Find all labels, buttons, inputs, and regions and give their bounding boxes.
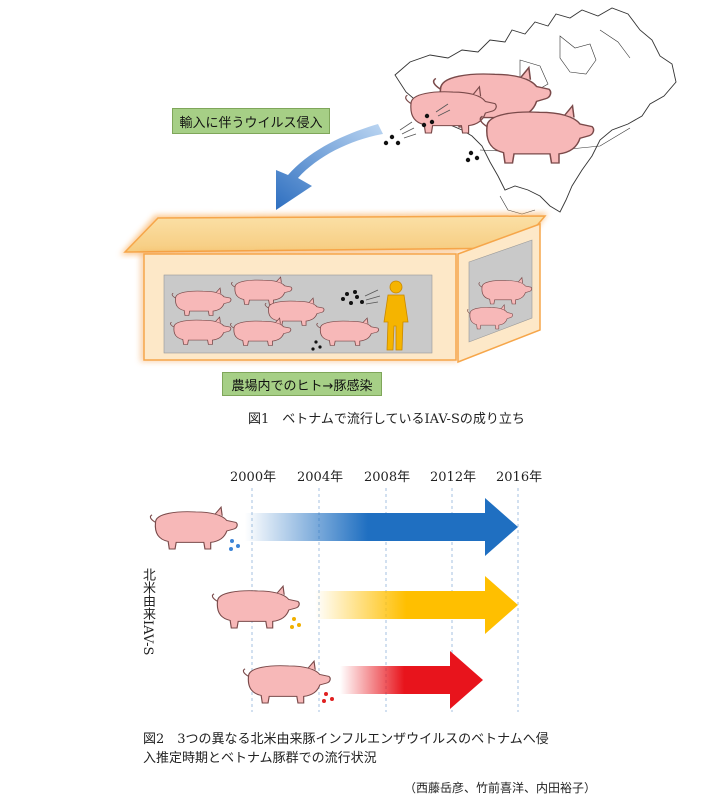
figure2-caption-line1: 図2 3つの異なる北米由来豚インフルエンザウイルスのベトナムへ侵: [143, 732, 549, 747]
pig-strain-3: [242, 660, 331, 704]
virus-spray-icon: [383, 103, 480, 163]
year-label: 2004年: [297, 470, 344, 485]
year-label: 2012年: [430, 470, 477, 485]
figure1-caption: 図1 ベトナムで流行しているIAV-Sの成り立ち: [248, 412, 525, 427]
figure2-caption-line2: 入推定時期とベトナム豚群での流行状況: [143, 751, 377, 766]
farmer-icon: [383, 280, 409, 351]
virus-spray-icon: [311, 289, 381, 351]
farm-infection-label: 農場内でのヒト→豚感染: [222, 372, 382, 396]
timeline-arrow-3: [340, 651, 483, 709]
year-label: 2008年: [364, 470, 411, 485]
year-label: 2000年: [230, 470, 277, 485]
year-label: 2016年: [496, 470, 543, 485]
timeline-arrow-2: [315, 576, 518, 634]
timeline-arrow-1: [245, 498, 518, 556]
side-label: 北米由来IAV-S: [140, 568, 155, 656]
virus-spray-blue: [229, 539, 240, 551]
pig-strain-2: [211, 585, 300, 629]
author-credit: （西藤岳彦、竹前喜洋、内田裕子）: [404, 781, 597, 795]
import-arrow: [276, 124, 383, 210]
virus-spray-red: [322, 692, 334, 703]
virus-spray-yellow: [290, 617, 301, 629]
import-label: 輸入に伴うウイルス侵入: [172, 108, 330, 134]
pig-strain-1: [149, 506, 238, 550]
